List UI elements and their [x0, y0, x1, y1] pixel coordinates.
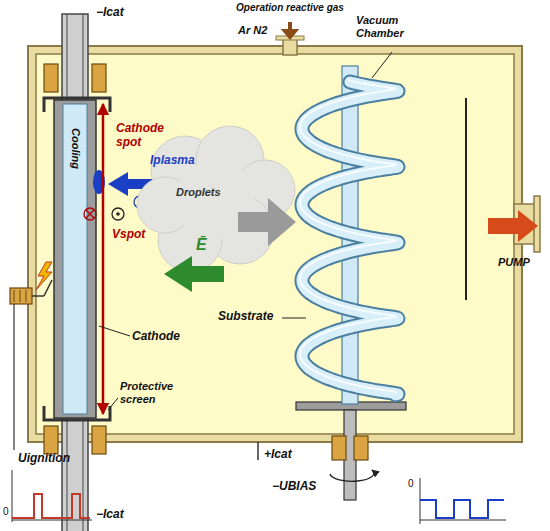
drawing-stroke	[86, 210, 94, 218]
gas-label: Operation reactive gas	[226, 2, 354, 14]
drawing-stroke	[283, 38, 297, 55]
part-label: Protective screen	[120, 380, 190, 405]
droplet-cloud	[137, 126, 295, 272]
vacuum-chamber	[28, 36, 540, 442]
axis-label: 0	[3, 506, 13, 518]
drawing-stroke	[12, 494, 90, 518]
drawing-stroke	[330, 470, 374, 481]
drawing-stroke	[13, 304, 14, 450]
drawing-stroke	[420, 500, 504, 518]
current-label: −Icat	[96, 6, 146, 20]
drawing-stroke	[12, 520, 92, 521]
drawing-stroke	[10, 288, 32, 304]
drawing-stroke	[92, 64, 106, 92]
drawing-stroke	[420, 520, 506, 521]
drawing-stroke	[28, 46, 522, 442]
part-label: Vacuum Chamber	[356, 14, 426, 39]
current-label: −Icat	[96, 508, 146, 522]
axis-label: 0	[408, 478, 418, 490]
leader-line	[99, 326, 130, 336]
drawing-stroke	[332, 436, 346, 460]
substrate-helix	[300, 66, 398, 404]
velocity-label: Vspot	[112, 228, 162, 242]
drawing-stroke	[44, 280, 52, 296]
anode-lead	[257, 442, 259, 460]
shield-plate	[465, 98, 467, 300]
drawing-stroke	[44, 406, 110, 420]
part-label: Cathode	[132, 330, 192, 344]
drawing-stroke	[20, 290, 21, 302]
gas-arrow	[285, 22, 295, 37]
spot-motion-arrow	[102, 104, 105, 414]
drawing-stroke	[44, 426, 58, 454]
drawing-stroke	[112, 208, 124, 220]
leader-line	[282, 318, 306, 319]
drawing-stroke	[32, 295, 44, 297]
ignition-waveform	[12, 470, 92, 522]
drawing-stroke	[63, 104, 87, 414]
part-label: Cooling	[69, 128, 82, 169]
leader-line	[372, 52, 392, 78]
part-label: PUMP	[498, 256, 544, 269]
part-label: Substrate	[218, 310, 282, 324]
drawing-stroke	[12, 470, 13, 522]
field-arrow	[164, 256, 224, 292]
helix-highlight	[300, 80, 396, 393]
drawing-stroke	[26, 290, 27, 302]
voltage-label: Uignition	[18, 452, 98, 466]
part-label: Droplets	[176, 186, 236, 199]
drawing-stroke	[44, 98, 110, 112]
drawing-stroke	[84, 208, 96, 220]
field-label: Ē	[196, 236, 216, 254]
drawing-stroke	[36, 54, 514, 434]
drawing-stroke	[354, 436, 368, 460]
current-label: Iplasma	[150, 154, 210, 168]
gas-label: Ar N2	[238, 24, 284, 37]
current-label: +Icat	[264, 448, 314, 462]
drawing-stroke	[116, 212, 120, 216]
ignition-trigger	[10, 262, 52, 450]
bias-waveform	[420, 478, 506, 524]
part-label: Cathode spot	[116, 122, 176, 150]
pump-arrow	[488, 210, 538, 242]
drawing-stroke	[92, 426, 106, 454]
drawing-stroke	[14, 290, 15, 302]
drawing-stroke	[36, 262, 52, 290]
leader-line	[108, 398, 118, 410]
flux-arrow	[238, 198, 296, 246]
drawing-stroke	[44, 64, 58, 92]
voltage-label: −UBIAS	[272, 480, 332, 494]
drawing-stroke	[54, 100, 96, 418]
